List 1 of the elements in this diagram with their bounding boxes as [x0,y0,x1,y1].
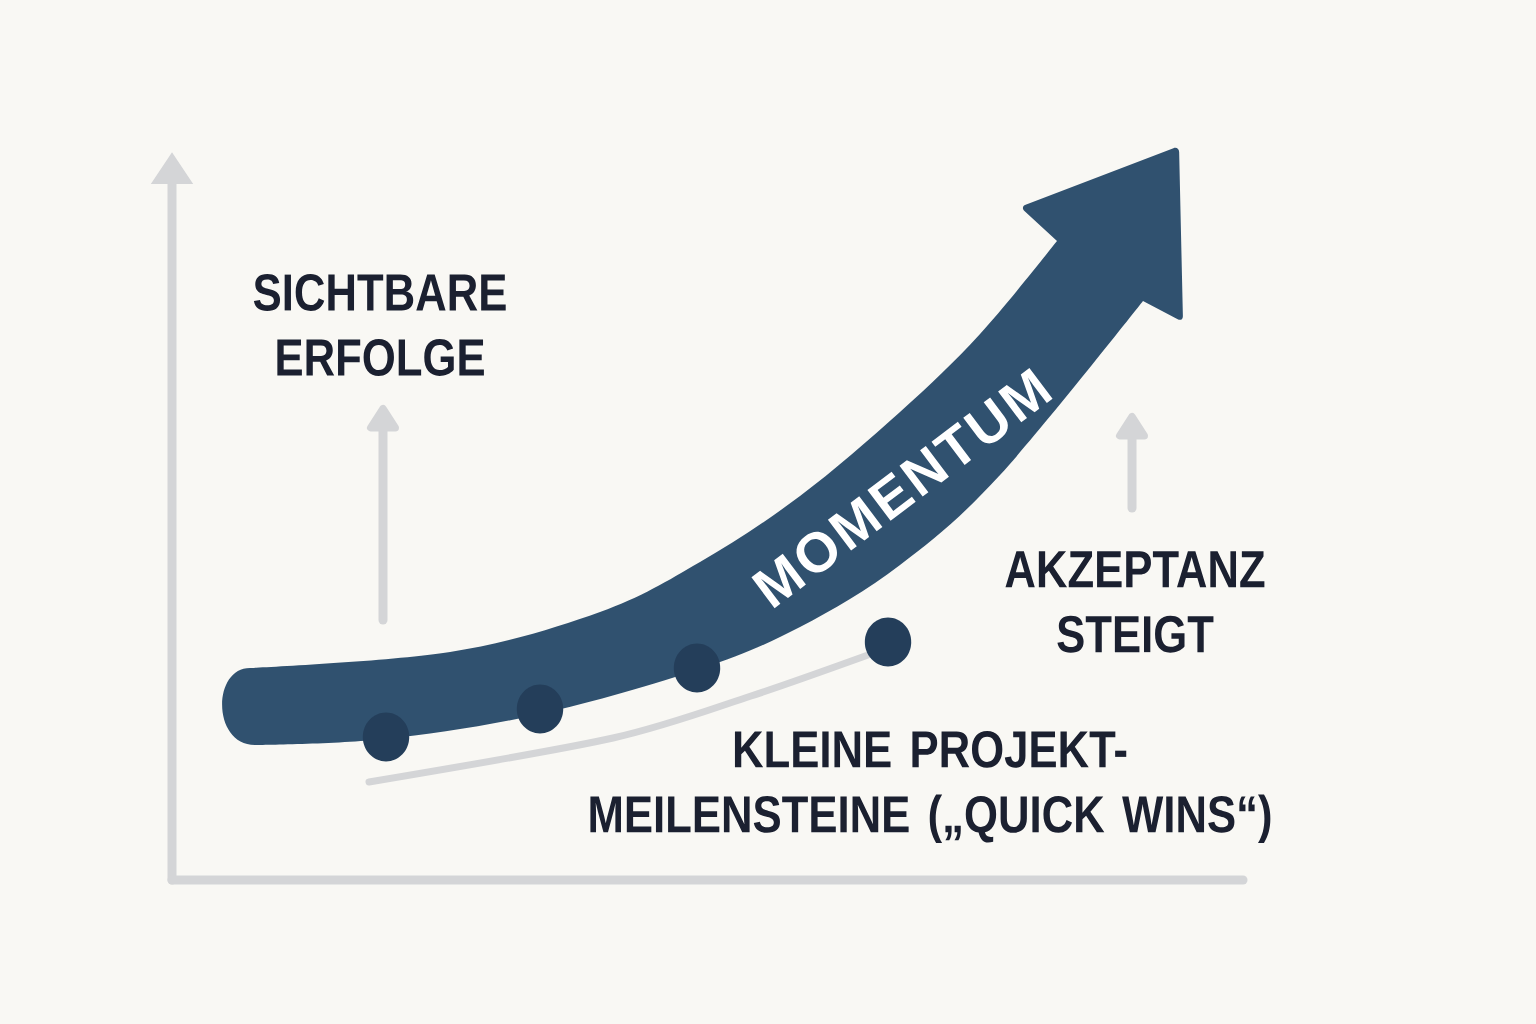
annotation-label: SICHTBARE ERFOLGE [253,274,506,376]
